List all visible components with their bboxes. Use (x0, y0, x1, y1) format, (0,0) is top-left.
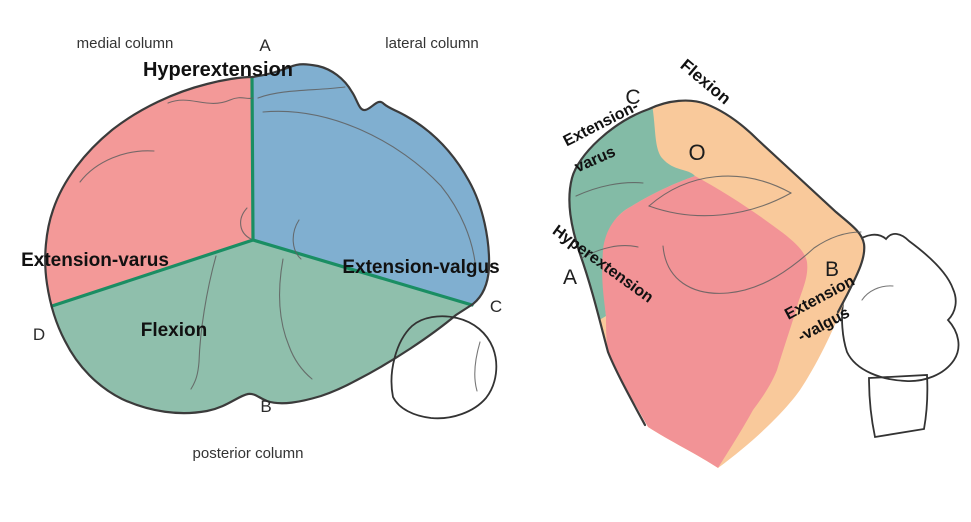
label-point-d-left: D (33, 325, 45, 344)
label-extension-varus-left: Extension-varus (21, 250, 169, 271)
label-flexion-left: Flexion (141, 320, 208, 341)
label-point-a-left: A (259, 36, 271, 55)
label-lateral-column: lateral column (385, 35, 478, 52)
divider-anterior (250, 76, 255, 242)
plateau-outline-right (568, 99, 866, 427)
fibula-shaft (868, 374, 929, 439)
left-panel-axial-view: medial column A lateral column Hyperexte… (21, 35, 502, 462)
label-point-c-right: C (625, 86, 640, 109)
divider-medial (50, 238, 255, 308)
fibular-contour (474, 341, 481, 392)
column-dividers (50, 76, 474, 308)
zone-hyperextension-right (602, 176, 808, 468)
zone-extension-varus-right (569, 104, 695, 322)
left-contour-lines (79, 86, 476, 390)
right-panel-oblique-view: Flexion C Extension- varus O Hyperextens… (549, 55, 960, 469)
fibular-head-left (390, 315, 498, 420)
label-point-b-left: B (260, 397, 271, 416)
label-medial-column: medial column (77, 35, 174, 52)
label-point-b-right: B (825, 258, 839, 281)
label-point-c-left: C (490, 297, 502, 316)
fibula-bone-right (839, 233, 960, 439)
label-point-a-right: A (563, 266, 577, 289)
label-posterior-column: posterior column (193, 445, 304, 462)
label-point-o-right: O (688, 140, 705, 165)
label-extension-valgus-left: Extension-valgus (342, 257, 499, 278)
fibular-head-shape (390, 315, 498, 420)
fibula-head (839, 233, 960, 382)
divider-lateral (251, 238, 474, 307)
right-contour-lines (575, 175, 862, 294)
label-hyperextension-left: Hyperextension (143, 59, 293, 81)
fibula-contour (861, 285, 894, 301)
plateau-outline (44, 63, 491, 415)
